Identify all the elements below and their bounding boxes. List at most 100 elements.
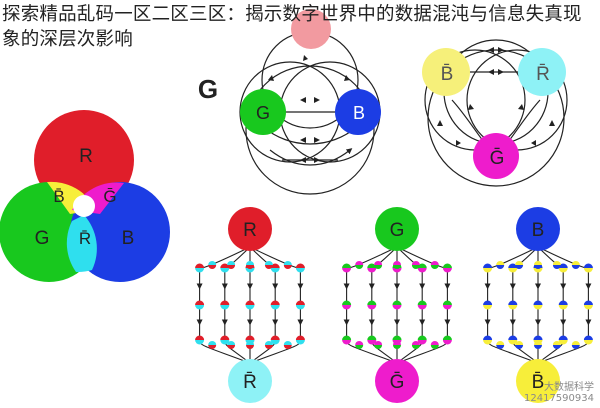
- bottom-graph-2-top-label: G: [390, 220, 405, 241]
- bottom-graph-1-dot: [295, 335, 305, 345]
- bottom-graph-1-arrow: [247, 319, 253, 326]
- bottom-graph-3-dot: [534, 341, 542, 349]
- bottom-graph-1-bottom-node: [228, 359, 272, 403]
- bottom-graph-3-bottom-node: [516, 359, 560, 403]
- bottom-graph-2-dot: [367, 263, 377, 273]
- venn-label-g: G: [35, 228, 50, 249]
- bottom-graph-1-top-node: [228, 207, 272, 251]
- venn-label-b: B: [122, 228, 135, 249]
- bottom-graph-2-arrow: [394, 283, 400, 290]
- bottom-graph-2-arrow: [444, 319, 451, 326]
- top-right-magenta-label: Ḡ: [490, 148, 505, 169]
- bottom-graph-3-dot: [583, 263, 593, 273]
- bottom-graph-3-top-node: [516, 207, 560, 251]
- bottom-graph-2-dot: [393, 261, 401, 269]
- watermark-line1: 大数据科学: [544, 382, 594, 393]
- bottom-graph-3-dot: [533, 300, 543, 310]
- top-middle-arrowheads: [268, 55, 350, 163]
- venn-label-gb: R̄: [79, 229, 91, 248]
- bottom-graph-3-dot: [483, 335, 493, 345]
- bottom-graph-1-dot: [227, 261, 236, 269]
- bottom-graph-2-dot: [442, 335, 452, 345]
- bottom-graph-2-dot: [355, 261, 364, 269]
- bottom-graph-2-dot: [417, 300, 427, 310]
- bottom-graph-1-dot: [220, 300, 230, 310]
- bottom-graph-3-dot: [508, 335, 518, 345]
- bottom-graph-3-dot: [515, 341, 524, 349]
- bottom-graph-2-dot: [442, 300, 452, 310]
- bottom-graph-3-arrow: [585, 283, 592, 290]
- bottom-graph-1-dot: [264, 341, 273, 349]
- top-middle-corner-label: G: [198, 74, 218, 104]
- bottom-graph-1-dot: [283, 261, 292, 269]
- bottom-graph-3-bottom-label: B̄: [532, 372, 545, 393]
- bottom-graph-3-dot: [496, 341, 505, 349]
- bottom-graph-2: GḠ: [342, 207, 452, 403]
- bottom-graph-1-bottom-label: R̄: [243, 372, 257, 393]
- venn-white-center: [73, 195, 95, 217]
- bottom-graph-3-dot: [483, 263, 493, 273]
- top-right-cyan-label: R̄: [536, 64, 550, 85]
- bottom-graph-3-dot: [558, 300, 568, 310]
- bottom-graph-1-arrow: [272, 283, 279, 290]
- bottom-graph-2-dot: [367, 300, 377, 310]
- venn-label-r: R: [79, 146, 93, 167]
- bottom-graph-2-dot: [430, 261, 439, 269]
- bottom-graph-2-arrow: [368, 319, 375, 326]
- bottom-graph-2-dot: [374, 341, 383, 349]
- bottom-graph-2-arrow: [343, 283, 350, 290]
- bottom-graph-1-dot: [208, 261, 217, 269]
- bottom-graph-2-arrow: [394, 319, 400, 326]
- bottom-graph-2-dot: [411, 341, 420, 349]
- top-right-cyan-node: [518, 48, 566, 96]
- bottom-graph-2-arrow: [444, 283, 451, 290]
- bottom-graph-3-top-label: B: [532, 220, 545, 241]
- bottom-graph-2-bottom-label: Ḡ: [390, 372, 405, 393]
- bottom-graph-3-arrow: [560, 283, 567, 290]
- bottom-graph-2-dot: [417, 263, 427, 273]
- bottom-graph-1-dot: [270, 263, 280, 273]
- bottom-graph-3-dot: [508, 300, 518, 310]
- bottom-graph-2-top-node: [375, 207, 419, 251]
- venn-label-rb: Ḡ: [103, 187, 116, 206]
- bottom-graph-1-arrow: [297, 283, 304, 290]
- bottom-graph-2-dot: [393, 341, 401, 349]
- venn-cyan-overlap: [66, 215, 97, 273]
- bottom-graph-3-dot: [483, 300, 493, 310]
- bottom-graph-2-arrow: [419, 283, 426, 290]
- bottom-graph-2-dot: [430, 341, 439, 349]
- top-right-yellow-label: B̄: [441, 64, 454, 85]
- bottom-graph-3-dot: [552, 341, 561, 349]
- bottom-graph-1-arrow: [221, 283, 228, 290]
- bottom-graph-2-dot: [374, 261, 383, 269]
- top-right-magenta-node: [473, 133, 519, 179]
- top-middle-blue-label: B: [353, 103, 365, 123]
- bottom-graph-3-arrow: [535, 319, 541, 326]
- rgb-venn-diagram: R G B B̄ Ḡ R̄: [0, 110, 170, 282]
- bottom-graph-3-arrow: [484, 319, 491, 326]
- bottom-graph-1-dot: [283, 341, 292, 349]
- bottom-graph-3-dot: [558, 335, 568, 345]
- bottom-graph-1-top-label: R: [243, 220, 257, 241]
- bottom-graph-2-dot: [342, 335, 352, 345]
- bottom-graph-2-dot: [367, 335, 377, 345]
- bottom-graph-1-arrow: [297, 319, 304, 326]
- top-middle-red-node: [291, 9, 331, 49]
- bottom-graph-1-arrow: [221, 319, 228, 326]
- bottom-graph-3-dot: [552, 261, 561, 269]
- bottom-graph-3-dot: [583, 300, 593, 310]
- bottom-graph-1-arrow: [247, 283, 253, 290]
- bottom-graph-1: R R̄: [195, 207, 305, 403]
- top-middle-blue-node: [335, 89, 381, 135]
- bottom-graph-2-dot: [442, 263, 452, 273]
- bottom-graph-1-arrow: [196, 319, 203, 326]
- bottom-graph-1-dot: [195, 335, 205, 345]
- bottom-graph-3-dot: [534, 261, 542, 269]
- bottom-graph-3-dot: [558, 263, 568, 273]
- bottom-graph-1-dot: [195, 300, 205, 310]
- top-right-yellow-node: [422, 48, 470, 96]
- bottom-graph-1-dot: [270, 300, 280, 310]
- bottom-graph-2-bottom-node: [375, 359, 419, 403]
- bottom-graph-3: B B̄: [483, 207, 593, 403]
- bottom-graph-1-dot: [246, 261, 254, 269]
